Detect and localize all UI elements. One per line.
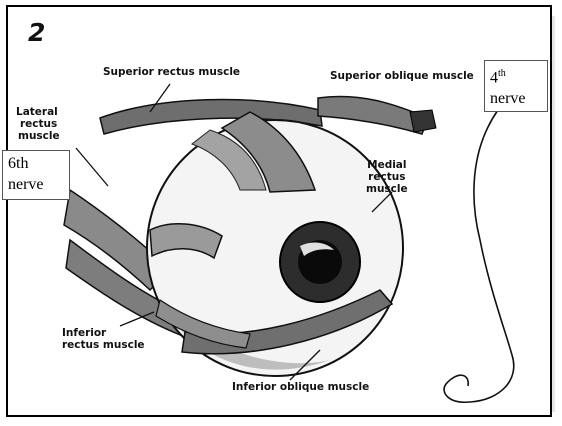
lateral-rectus-leader (76, 148, 108, 186)
trochlea (410, 110, 436, 132)
inferior-rectus-label: Inferior rectus muscle (62, 327, 145, 351)
superior-rectus-label: Superior rectus muscle (103, 66, 240, 78)
nose-outline (444, 110, 514, 402)
panel-number: 2 (28, 18, 45, 47)
fourth-nerve-box: 4th nerve (484, 60, 548, 112)
sixth-nerve-box: 6th nerve (2, 150, 70, 200)
medial-rectus-label: Medial rectus muscle (366, 159, 408, 195)
lateral-rectus-label: Lateral rectus muscle (16, 106, 60, 142)
superior-oblique-label: Superior oblique muscle (330, 70, 474, 82)
inferior-oblique-label: Inferior oblique muscle (232, 381, 369, 393)
